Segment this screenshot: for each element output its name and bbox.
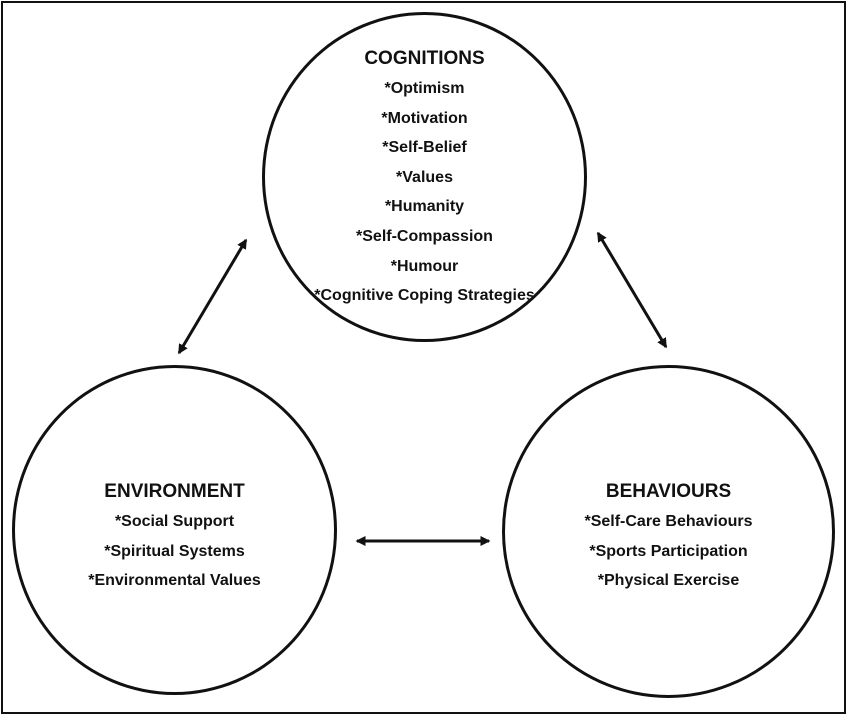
cognitions-item: *Values [396,168,453,186]
cognitions-item: *Self-Compassion [356,227,493,245]
cognitions-list: *Optimism *Motivation *Self-Belief *Valu… [265,74,584,307]
cognitions-item: *Humanity [384,198,465,216]
environment-node: ENVIRONMENT *Social Support *Spiritual S… [12,365,337,695]
cognitions-title: COGNITIONS [364,48,485,69]
environment-content: ENVIRONMENT *Social Support *Spiritual S… [15,480,334,596]
behaviours-item: *Physical Exercise [597,572,740,590]
cognitions-item: *Optimism [384,80,465,97]
arrow-cognitions-behaviours [596,231,668,349]
environment-list: *Social Support *Spiritual Systems *Envi… [15,507,334,596]
cognitions-item: *Motivation [381,109,468,127]
behaviours-node: BEHAVIOURS *Self-Care Behaviours *Sports… [502,365,835,698]
behaviours-content: BEHAVIOURS *Self-Care Behaviours *Sports… [505,480,832,596]
behaviours-title: BEHAVIOURS [605,481,732,502]
environment-item: *Environmental Values [88,572,261,590]
environment-item: *Spiritual Systems [104,542,245,560]
environment-item: *Social Support [114,513,235,530]
environment-title: ENVIRONMENT [104,481,245,502]
cognitions-node: COGNITIONS *Optimism *Motivation *Self-B… [262,12,587,342]
behaviours-list: *Self-Care Behaviours *Sports Participat… [505,507,832,596]
cognitions-item: *Self-Belief [382,139,467,157]
cognitions-item: *Cognitive Coping Strategies [314,287,535,305]
behaviours-item: *Sports Participation [589,542,748,560]
cognitions-item: *Humour [390,257,459,275]
arrow-cognitions-environment [177,238,248,355]
behaviours-item: *Self-Care Behaviours [584,513,753,530]
cognitions-content: COGNITIONS *Optimism *Motivation *Self-B… [265,47,584,307]
